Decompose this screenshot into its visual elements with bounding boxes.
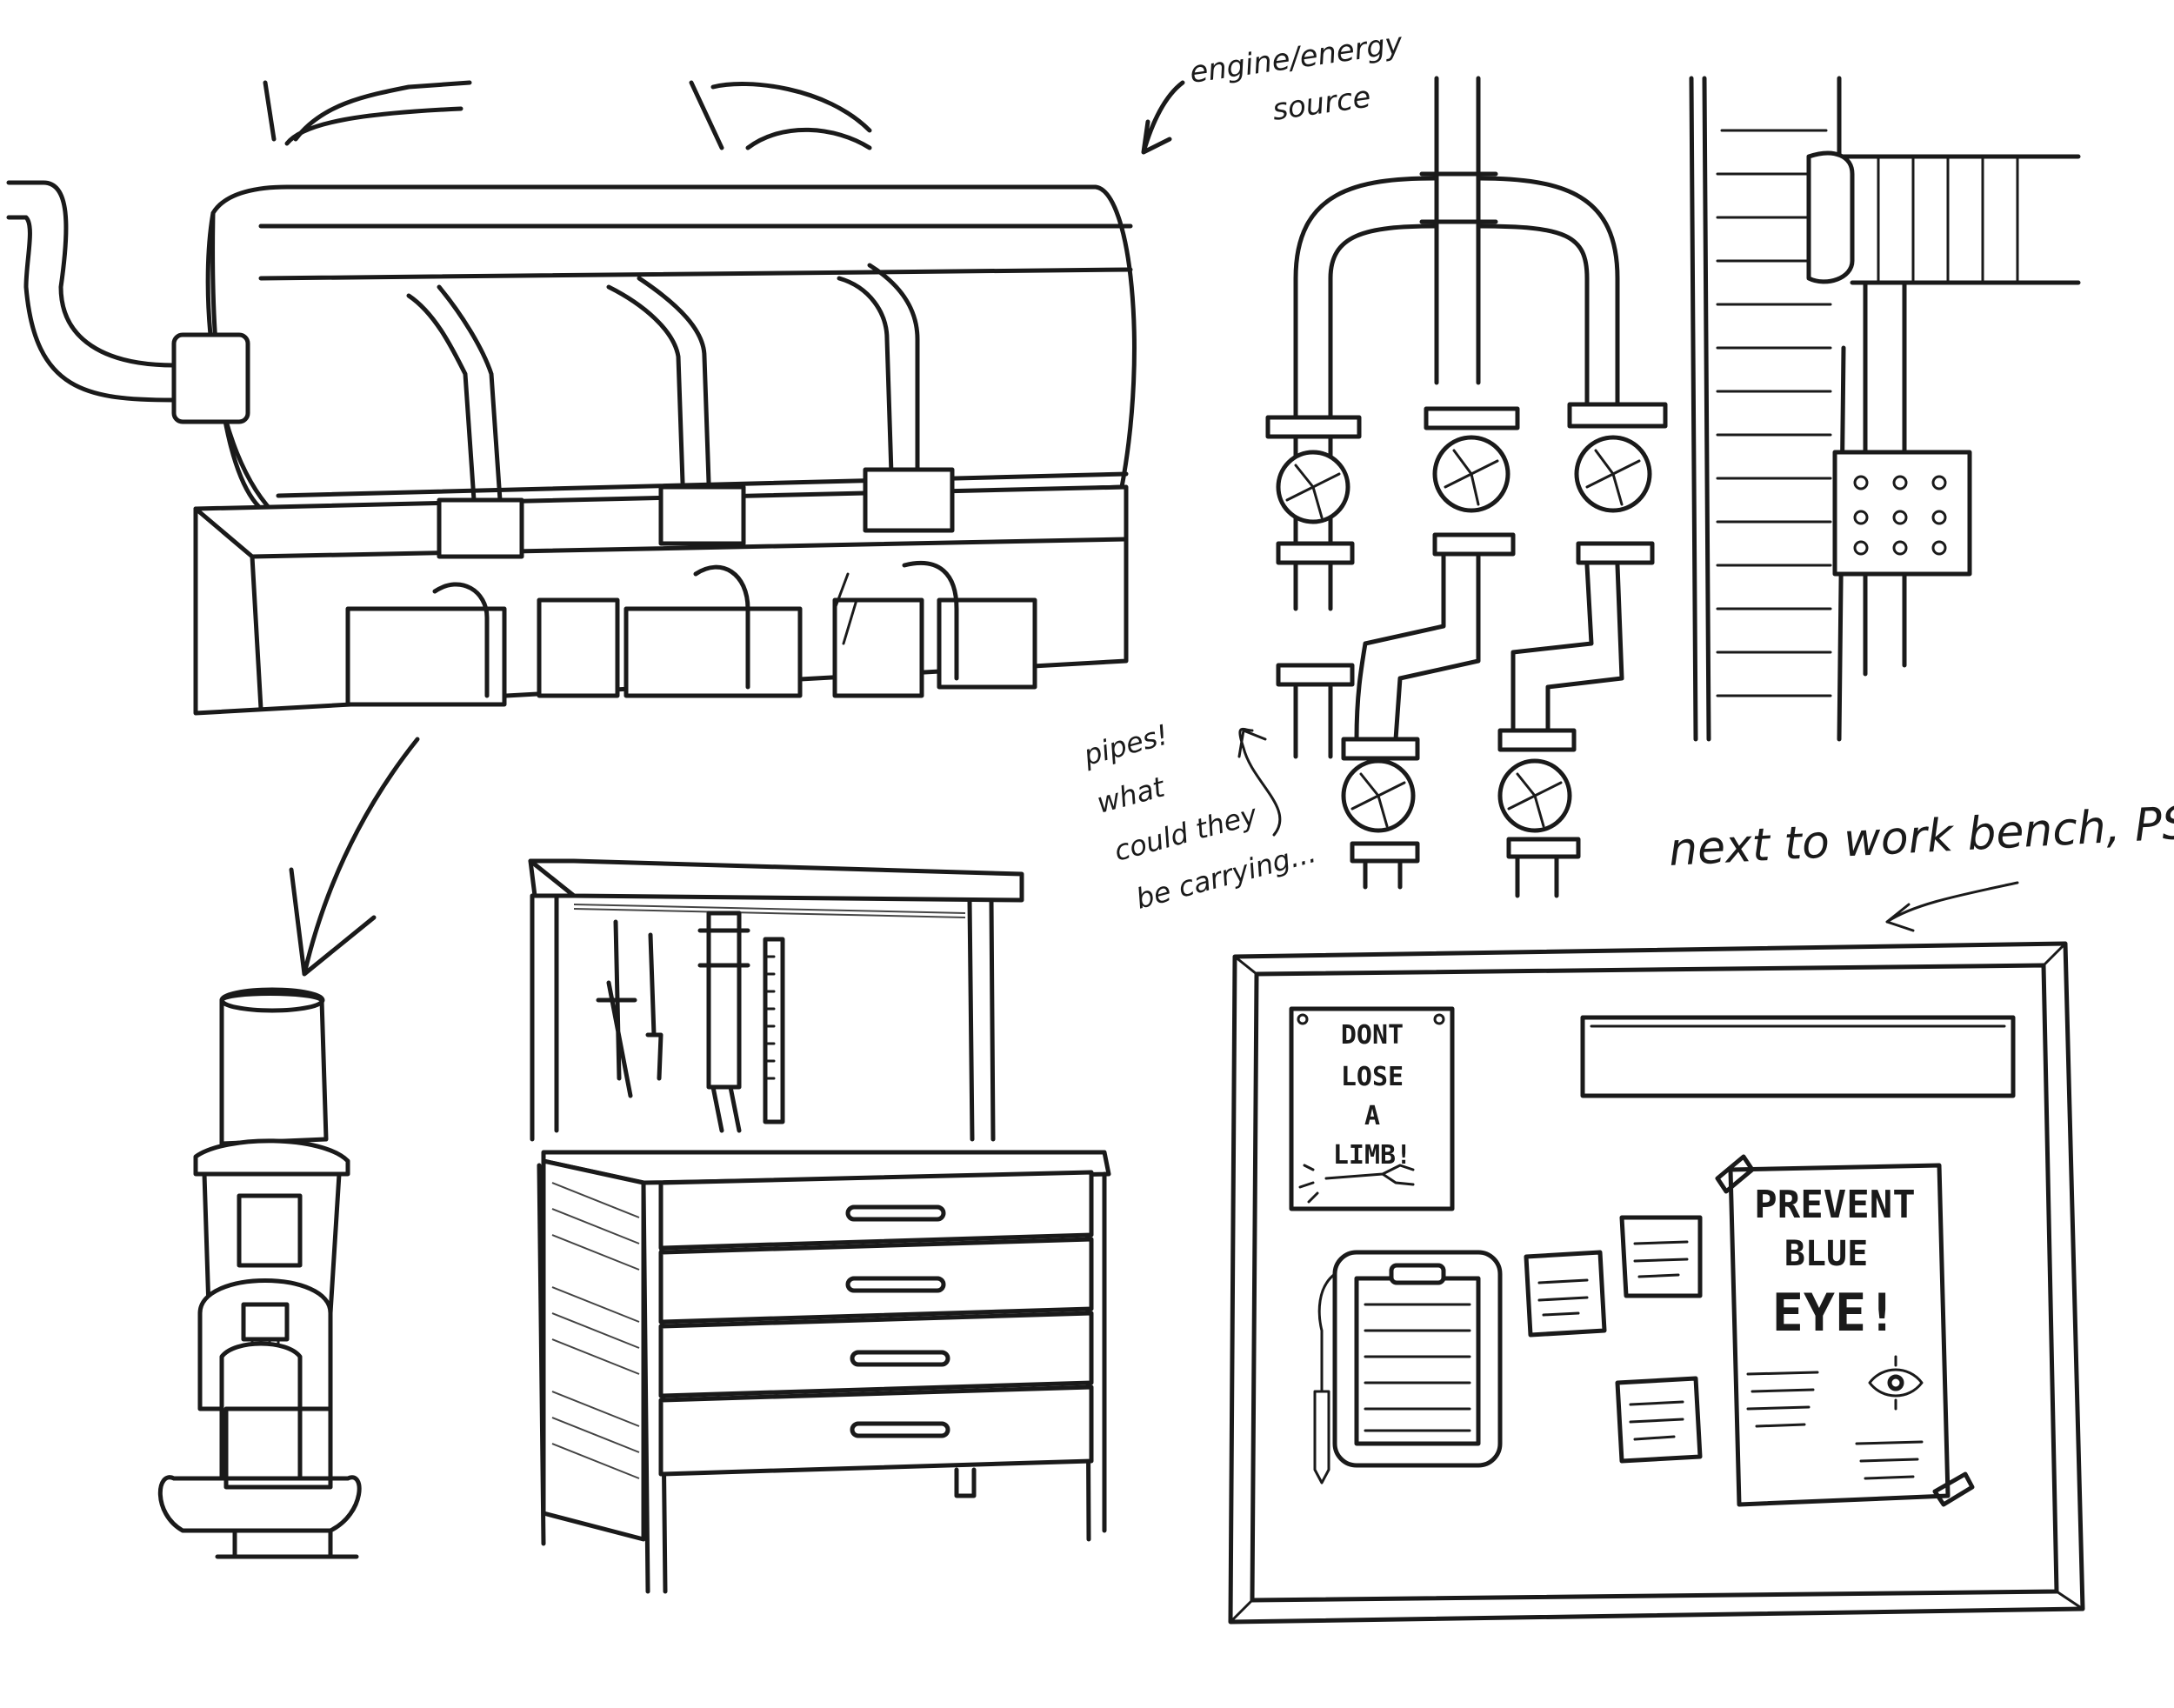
blue-eye-poster-line-1: PREVENT — [1754, 1183, 1915, 1227]
sticky-note-1 — [1524, 1250, 1607, 1338]
pipes-note-line-2: what — [1093, 770, 1169, 819]
engine-note-arrow-icon — [1141, 80, 1185, 155]
pipes-note-arrow-icon — [1237, 727, 1282, 837]
pen-on-chain-icon — [1313, 1272, 1337, 1484]
vent-duct-sketch — [1689, 76, 2081, 742]
engine-note: engine/energy source — [1141, 26, 1406, 155]
blank-banner — [1580, 1015, 2016, 1098]
tape-icon — [1715, 1154, 1755, 1194]
limb-poster-line-3: A — [1364, 1101, 1380, 1131]
pipes-sketch — [1265, 76, 1668, 898]
blue-eye-safety-poster: PREVENT BLUE EYE! — [1715, 1154, 1975, 1507]
bulletin-board: DONT LOSE A LIMB! — [1228, 941, 2085, 1625]
sticky-note-2 — [1619, 1215, 1703, 1298]
limb-poster-line-1: DONT — [1341, 1020, 1404, 1051]
board-note-arrow-icon — [1885, 881, 2019, 932]
workbench-sketch — [528, 858, 1111, 1594]
engine-note-line-1: engine/energy — [1188, 26, 1406, 90]
sticky-note-3 — [1615, 1376, 1703, 1464]
limb-poster-line-2: LOSE — [1341, 1062, 1404, 1092]
engine-to-furnace-arrow-icon — [289, 737, 420, 977]
tape-icon — [1932, 1471, 1975, 1507]
clipboard — [1313, 1250, 1503, 1484]
blue-eye-poster-line-2: BLUE — [1784, 1234, 1868, 1274]
board-note: next to work bench, PSAs — [1668, 794, 2174, 932]
pipes-note-line-1: pipes! — [1079, 717, 1171, 772]
board-note-text: next to work bench, PSAs — [1668, 794, 2174, 877]
eye-icon — [1868, 1368, 1924, 1398]
engine-note-line-2: source — [1270, 79, 1373, 127]
blue-eye-poster-line-3: EYE! — [1772, 1283, 1898, 1344]
engine-sketch — [6, 80, 1137, 716]
severed-arm-icon — [1298, 1164, 1415, 1204]
pipes-note: pipes! what could they be carrying... — [1079, 717, 1319, 915]
furnace-sketch — [157, 987, 362, 1559]
